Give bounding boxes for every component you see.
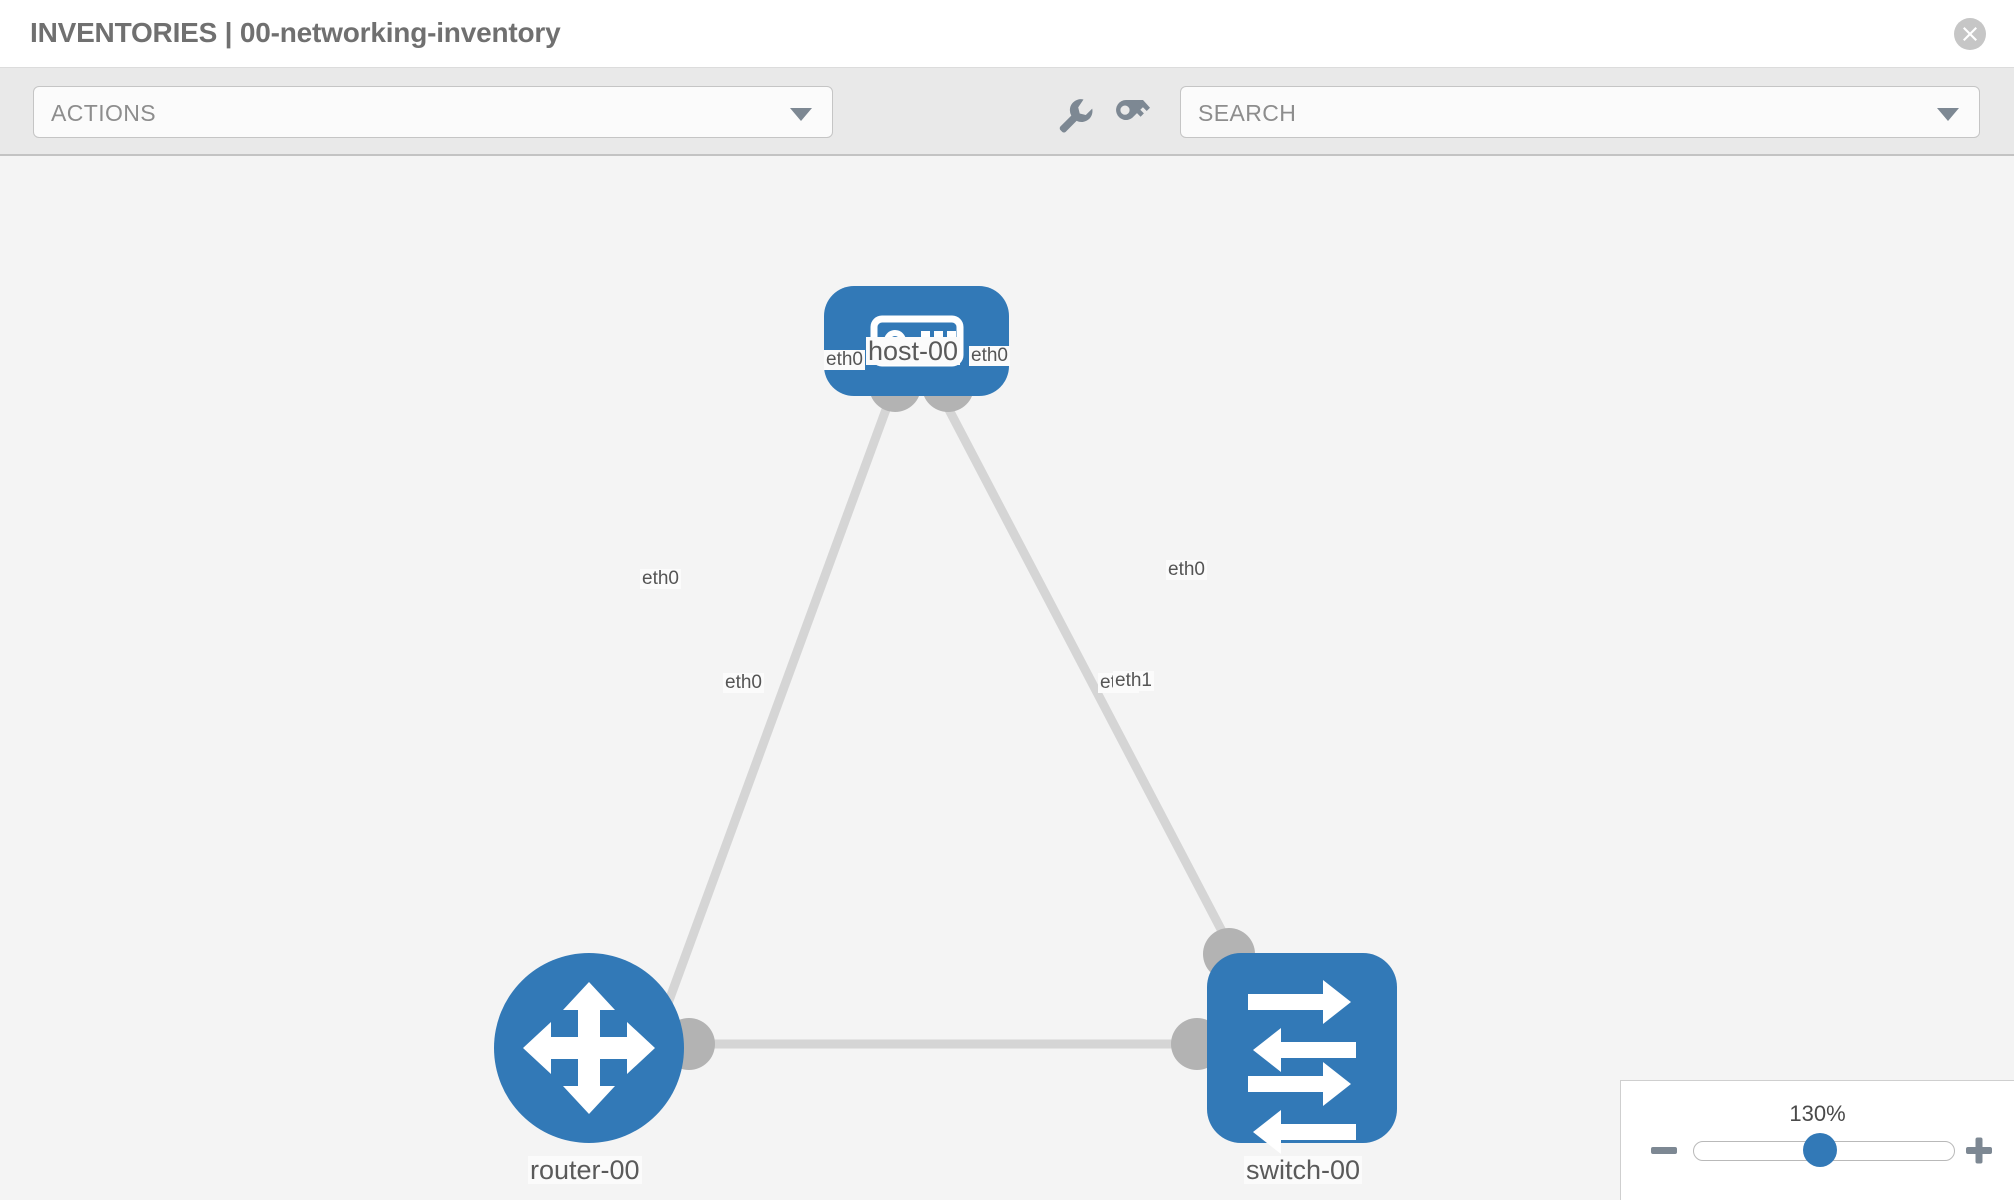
node-label-switch-00: switch-00 [1244,1155,1363,1185]
node-label-router-00: router-00 [528,1155,642,1185]
key-icon[interactable] [1110,92,1154,136]
iface-label-host00-eth0-right: eth0 [969,345,1010,366]
toolbar: ACTIONS SEARCH [0,68,2014,156]
page-header: INVENTORIES | 00-networking-inventory [0,0,2014,68]
iface-label-router00-eth0: eth0 [723,672,764,693]
zoom-percent-label: 130% [1789,1101,1846,1126]
wrench-icon[interactable] [1052,92,1096,136]
router-arrows-icon [523,982,655,1114]
zoom-slider-thumb[interactable] [1803,1133,1837,1167]
node-router-00[interactable] [494,953,684,1143]
minus-icon[interactable] [1649,1135,1679,1165]
link-host00-switch00[interactable] [942,401,1239,959]
search-input[interactable]: SEARCH [1180,86,1980,138]
node-switch-00[interactable] [1207,953,1397,1154]
actions-dropdown[interactable]: ACTIONS [33,86,833,138]
close-icon[interactable] [1954,18,1986,50]
iface-label-host00-eth0-left: eth0 [824,349,865,370]
chevron-down-icon [790,108,812,121]
page-title: INVENTORIES | 00-networking-inventory [30,17,561,48]
link-group [651,401,1239,1049]
zoom-control-panel: 130% [1620,1080,2014,1200]
node-label-host-00: host-00 [866,336,961,366]
actions-dropdown-label: ACTIONS [51,100,157,126]
switch-arrows-icon [1248,980,1356,1154]
port-group [663,360,1255,1070]
iface-label-switch00-eth0-uplink: eth0 [1166,559,1207,580]
topology-canvas[interactable]: eth0 eth0 host-00 eth0 eth0 eth0 eth0 et… [0,156,2014,1200]
link-host00-router00[interactable] [651,402,893,1038]
chevron-down-icon[interactable] [1937,108,1959,121]
topology-graph [494,286,1397,1154]
iface-label-switch00-eth1: eth1 [1113,670,1154,691]
iface-label-router00-eth0-uplink: eth0 [640,568,681,589]
plus-icon[interactable] [1964,1135,1994,1165]
search-placeholder: SEARCH [1198,100,1297,126]
